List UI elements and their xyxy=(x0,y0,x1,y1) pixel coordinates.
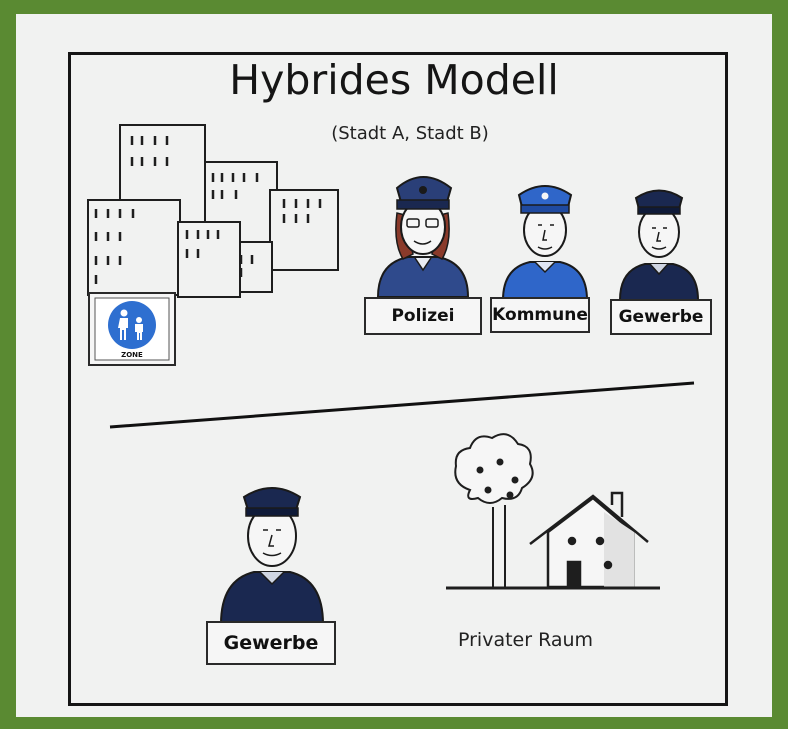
diagram-title: Hybrides Modell xyxy=(229,56,559,104)
security-guard-icon xyxy=(618,189,700,301)
label-gewerbe-bottom: Gewerbe xyxy=(206,621,336,665)
house-icon xyxy=(529,491,649,589)
tree-icon xyxy=(454,433,534,587)
label-kommune: Kommune xyxy=(490,297,590,333)
label-polizei: Polizei xyxy=(364,297,482,335)
private-space-label: Privater Raum xyxy=(458,629,594,651)
security-guard-bottom-icon xyxy=(219,487,325,625)
sign-zone-text: ZONE xyxy=(121,351,143,359)
pedestrian-zone-sign-icon: ZONE xyxy=(88,292,176,366)
police-officer-icon xyxy=(376,176,470,298)
label-gewerbe-top: Gewerbe xyxy=(610,299,712,335)
municipal-officer-icon xyxy=(501,185,589,301)
building-windows xyxy=(94,136,322,284)
diagram-subtitle: (Stadt A, Stadt B) xyxy=(331,123,489,144)
city-buildings-icon xyxy=(87,124,339,298)
divider-line xyxy=(109,381,695,429)
diagram-frame xyxy=(68,52,728,706)
